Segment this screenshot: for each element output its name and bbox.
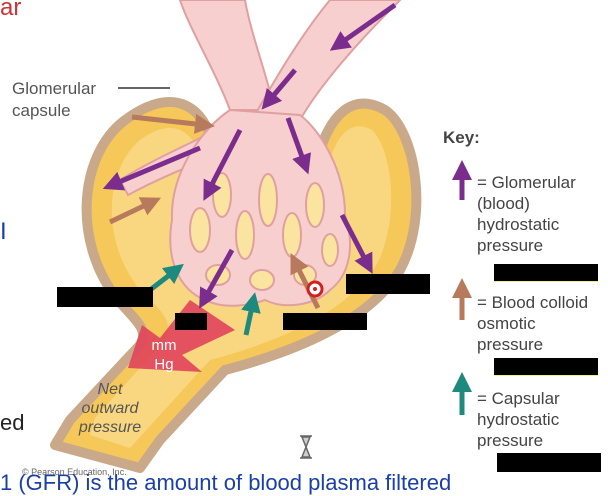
redacted-value-box bbox=[57, 287, 153, 307]
capsule-label: Glomerular capsule bbox=[12, 79, 97, 120]
slide-bottom-text: 1 (GFR) is the amount of blood plasma fi… bbox=[0, 470, 452, 495]
capsular-pressure-arrows bbox=[148, 263, 261, 336]
redacted-value-box bbox=[497, 453, 601, 472]
hourglass-icon bbox=[300, 435, 312, 459]
slide-left-fragment-1: I bbox=[0, 218, 7, 245]
redacted-value-box bbox=[494, 264, 598, 281]
glomerular-pressure-arrows bbox=[102, 2, 397, 309]
key-item-capsular: = Capsular hydrostatic pressure bbox=[477, 389, 560, 450]
net-outward-pressure-label: Net outward pressure bbox=[78, 381, 142, 436]
redacted-value-box bbox=[283, 313, 367, 330]
copyright-text: © Pearson Education, Inc. bbox=[22, 467, 127, 477]
afferent-arteriole bbox=[178, 0, 277, 111]
key-item-colloid: = Blood colloid osmotic pressure bbox=[477, 293, 589, 354]
unit-label: mm Hg bbox=[151, 337, 177, 373]
redacted-value-box bbox=[494, 358, 598, 375]
slide-top-fragment: ar bbox=[0, 0, 22, 21]
key-title: Key: bbox=[443, 128, 480, 147]
slide-left-fragment-2: ed bbox=[0, 410, 25, 435]
colloid-pressure-arrows bbox=[108, 113, 321, 310]
target-icon bbox=[306, 280, 324, 298]
net-pressure-arrow bbox=[128, 300, 235, 372]
redacted-value-box bbox=[175, 313, 207, 330]
key-item-glomerular: = Glomerular (blood) hydrostatic pressur… bbox=[477, 173, 576, 255]
redacted-value-box bbox=[346, 274, 430, 294]
